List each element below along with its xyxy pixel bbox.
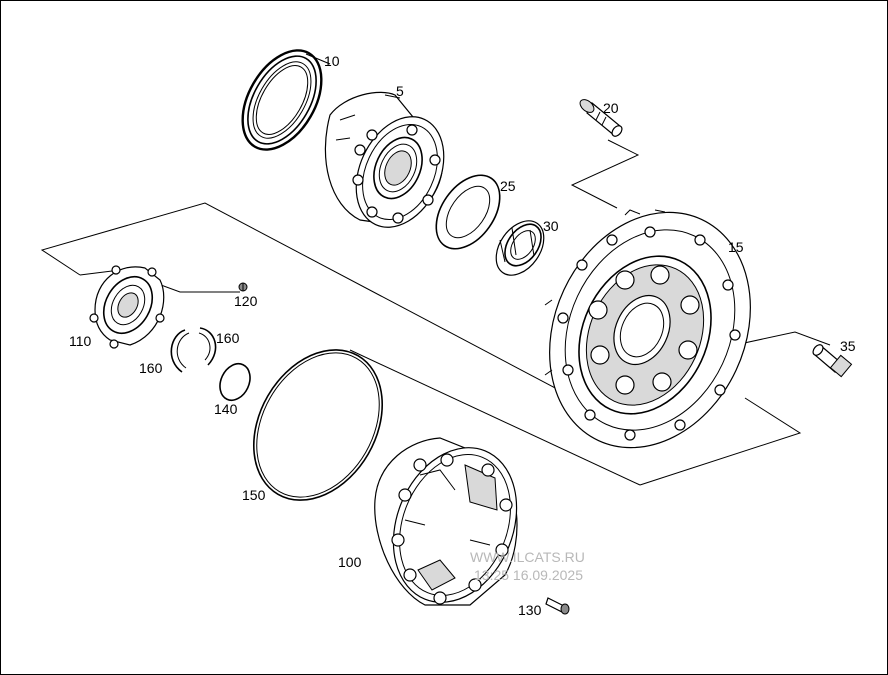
watermark: WWW.ILCATS.RU 13:25 16.09.2025 — [470, 549, 585, 583]
label-part-20: 20 — [603, 100, 619, 116]
label-part-160-upper: 160 — [216, 330, 240, 346]
part-5-wheel-hub[interactable] — [324, 91, 460, 241]
part-35-bolt[interactable] — [811, 343, 853, 378]
label-part-110: 110 — [69, 333, 92, 349]
label-part-30: 30 — [543, 218, 559, 234]
watermark-timestamp: 13:25 16.09.2025 — [474, 567, 583, 583]
part-15-planet-carrier[interactable] — [512, 179, 787, 480]
label-part-10: 10 — [324, 53, 340, 69]
part-10-seal-ring[interactable] — [226, 37, 337, 164]
label-part-35: 35 — [840, 338, 856, 354]
part-25-washer[interactable] — [423, 164, 513, 261]
label-part-25: 25 — [500, 178, 516, 194]
part-100-motor-housing[interactable] — [371, 429, 538, 621]
part-120-screw[interactable] — [238, 282, 248, 292]
part-110-bearing-cover[interactable] — [89, 265, 165, 349]
label-part-120: 120 — [234, 293, 258, 309]
label-part-140: 140 — [214, 401, 238, 417]
label-part-100: 100 — [338, 554, 362, 570]
part-160-half-rings[interactable] — [170, 327, 217, 373]
part-150-large-o-ring[interactable] — [228, 327, 408, 524]
label-part-150: 150 — [242, 487, 266, 503]
label-part-130: 130 — [518, 602, 542, 618]
part-130-bolt[interactable] — [545, 597, 570, 615]
part-20-stud-bolt[interactable] — [578, 97, 624, 138]
label-part-5: 5 — [396, 83, 404, 99]
label-part-160-lower: 160 — [139, 360, 163, 376]
label-part-15: 15 — [728, 239, 744, 255]
part-140-o-ring[interactable] — [214, 359, 255, 405]
watermark-site: WWW.ILCATS.RU — [470, 549, 585, 565]
part-30-lock-nut[interactable] — [486, 212, 553, 284]
